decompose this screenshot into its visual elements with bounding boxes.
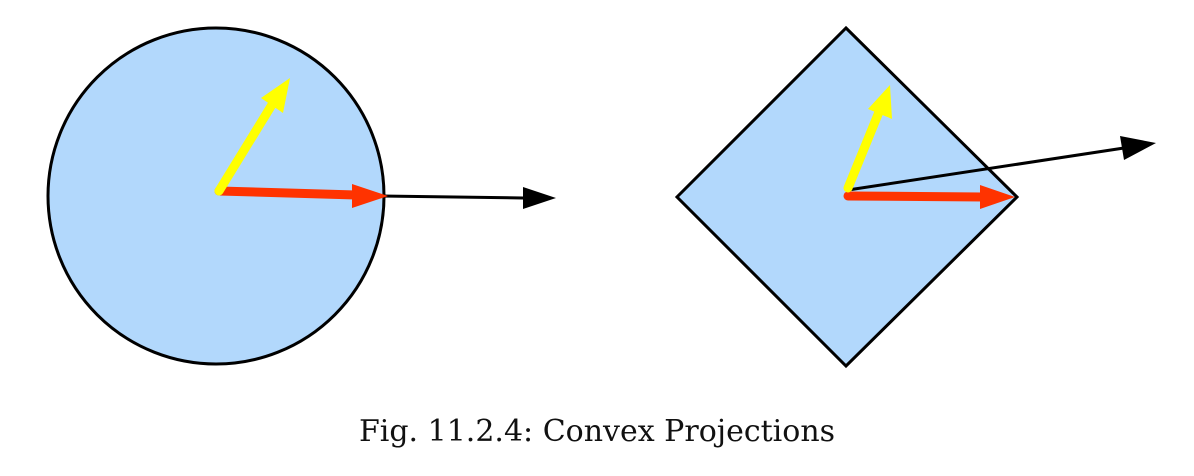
yellow-arrow-diamond [843, 85, 892, 193]
yellow-arrow-circle [214, 78, 290, 196]
convex-projections-figure [46, 25, 1156, 369]
diamond-panel [674, 25, 1156, 369]
red-arrow-diamond [843, 185, 1015, 209]
red-arrow-circle [214, 184, 388, 208]
black-arrow-circle [379, 187, 556, 209]
circle-panel [46, 26, 556, 366]
figure-caption: Fig. 11.2.4: Convex Projections [358, 414, 836, 449]
black-arrow-diamond [847, 136, 1156, 192]
